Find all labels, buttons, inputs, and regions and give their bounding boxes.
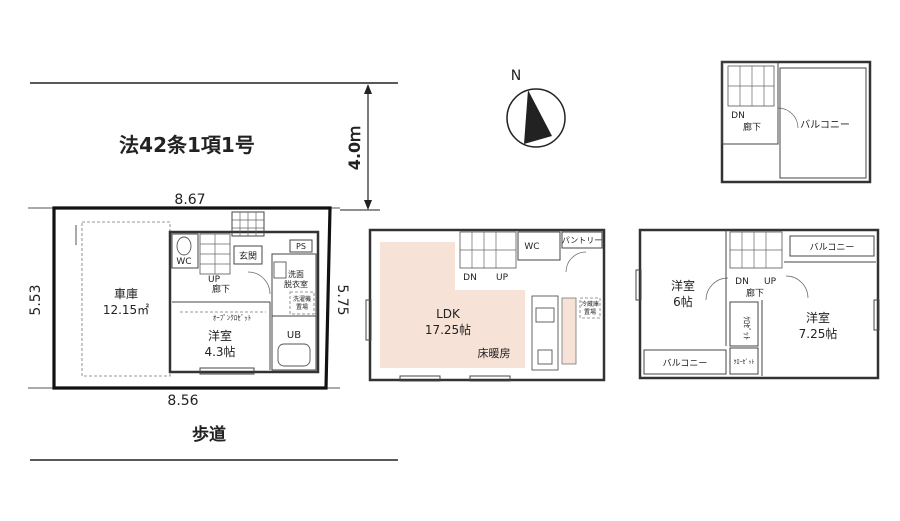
pantry-door-swing (565, 251, 587, 273)
north-compass-icon: N (506, 68, 566, 148)
roof-plan: DN 廊下 バルコニー (720, 60, 872, 184)
fridge-space (579, 297, 601, 319)
corridor-label-1f: 廊下 (212, 283, 230, 295)
corridor-label-3f: 廊下 (746, 287, 764, 299)
closet-a-3f (729, 301, 759, 347)
closet-b-3f (729, 347, 759, 375)
ps-box (289, 239, 313, 253)
washer-space (289, 291, 315, 315)
stairs-3f (729, 231, 783, 269)
ldk-area: 17.25帖 (425, 322, 471, 337)
genkan-label: 玄関 (239, 250, 257, 262)
genkan-area (233, 245, 263, 265)
floor-1-plan: 車庫 12.15㎡ WC UP 廊下 玄関 PS 洗面 脱衣室 (52, 206, 332, 390)
closet-a-label: ｸﾛｾﾞｯﾄ (742, 316, 751, 340)
ps-label: PS (296, 242, 306, 251)
wc-room-2f (517, 231, 561, 261)
garage-name: 車庫 (114, 287, 138, 301)
balcony-top-label: バルコニー (810, 242, 855, 253)
wc-label-2f: WC (524, 242, 539, 252)
washer-label-2: 置場 (296, 303, 308, 311)
pantry (561, 231, 603, 249)
toilet-icon (176, 236, 192, 256)
door-swing-1f (247, 271, 271, 295)
floor-2-plan: LDK 17.25帖 床暖房 DN UP WC パントリー 冷蔵庫 置場 (365, 228, 606, 382)
window-3f-left (635, 269, 642, 301)
kitchen-sink-icon (535, 307, 555, 323)
window-3f-right (873, 299, 880, 331)
dn-label-roof: DN (731, 111, 745, 121)
open-closet-label: ｵｰﾌﾟﾝｸﾛｾﾞｯﾄ (213, 314, 252, 322)
cooktop-icon (537, 349, 553, 365)
floor-3-outline (638, 228, 880, 380)
floor-3-plan: 洋室 6帖 DN UP 廊下 バルコニー 洋室 7.25帖 ｸﾛｾﾞｯﾄ ｸﾛｰ… (635, 228, 880, 380)
floor-1-outline (168, 230, 320, 374)
bedroom-area-1f: 4.3帖 (204, 344, 235, 359)
up-label-3f: UP (764, 277, 777, 287)
garage-area: 12.15㎡ (103, 303, 149, 317)
site-dim-left: 5.53 (28, 284, 44, 315)
fridge-label-1: 冷蔵庫 (581, 300, 599, 308)
pantry-label: パントリー (562, 236, 602, 245)
stairs-2f (459, 231, 517, 269)
room1-name-3f: 洋室 (671, 278, 695, 293)
road-width-dimension: 4.0ｍ (340, 82, 380, 211)
dn-label-3f: DN (735, 277, 749, 287)
bedroom-name-1f: 洋室 (208, 328, 232, 343)
up-label-1f: UP (208, 275, 221, 285)
fridge-label-2: 置場 (584, 308, 596, 316)
floor-heating-area (380, 242, 525, 368)
compass-north-label: N (511, 68, 521, 84)
door-swing-3f-a (705, 277, 729, 301)
roof-stair-hall (721, 61, 779, 145)
washroom-label-1: 洗面 (288, 269, 304, 279)
window-1f-bottom (199, 367, 255, 375)
wc-label-1f: WC (176, 257, 191, 267)
back-counter (561, 297, 577, 365)
door-swing-roof (777, 107, 799, 129)
entrance-tiles (232, 212, 264, 236)
ub-label: UB (287, 330, 301, 341)
balcony-bottom-label: バルコニー (663, 358, 708, 369)
closet-b-label: ｸﾛｰｾﾞｯﾄ (733, 359, 754, 366)
sidewalk-label: 歩道 (192, 424, 226, 445)
ldk-name: LDK (436, 307, 461, 321)
road-legal-label: 法42条1項1号 (119, 133, 255, 157)
floor-heating-label: 床暖房 (478, 346, 511, 360)
washer-label-1: 洗濯機 (293, 295, 311, 303)
bathtub-icon (277, 343, 311, 367)
site-boundary (52, 206, 332, 390)
road-width-label: 4.0ｍ (345, 126, 364, 170)
road-area: 法42条1項1号 4.0ｍ 歩道 (30, 82, 398, 461)
wc-room-1f (171, 233, 199, 269)
window-2f-bottom-left (399, 375, 441, 382)
stairs-1f (199, 233, 231, 275)
roof-balcony (779, 67, 867, 179)
site-dim-top: 8.67 (174, 192, 205, 208)
window-2f-bottom-right (469, 375, 511, 382)
up-label-2f: UP (496, 273, 509, 283)
corridor-label-roof: 廊下 (743, 121, 761, 133)
room2-name-3f: 洋室 (806, 310, 830, 325)
room1-area-3f: 6帖 (673, 294, 693, 309)
dn-label-2f: DN (463, 273, 477, 283)
window-2f-left (365, 299, 372, 341)
balcony-bottom-3f (643, 349, 727, 375)
stairs-roof (727, 65, 775, 107)
site-dim-bottom: 8.56 (167, 393, 198, 409)
balcony-top-3f (789, 235, 875, 257)
site-dim-right: 5.75 (334, 284, 350, 315)
washroom-label-2: 脱衣室 (284, 279, 308, 289)
unit-bath (271, 315, 317, 371)
floor-2-outline (368, 228, 606, 382)
roof-balcony-label: バルコニー (800, 119, 850, 131)
room2-area-3f: 7.25帖 (799, 326, 838, 341)
door-swing-3f-b (785, 275, 809, 299)
sink-icon (273, 261, 287, 279)
